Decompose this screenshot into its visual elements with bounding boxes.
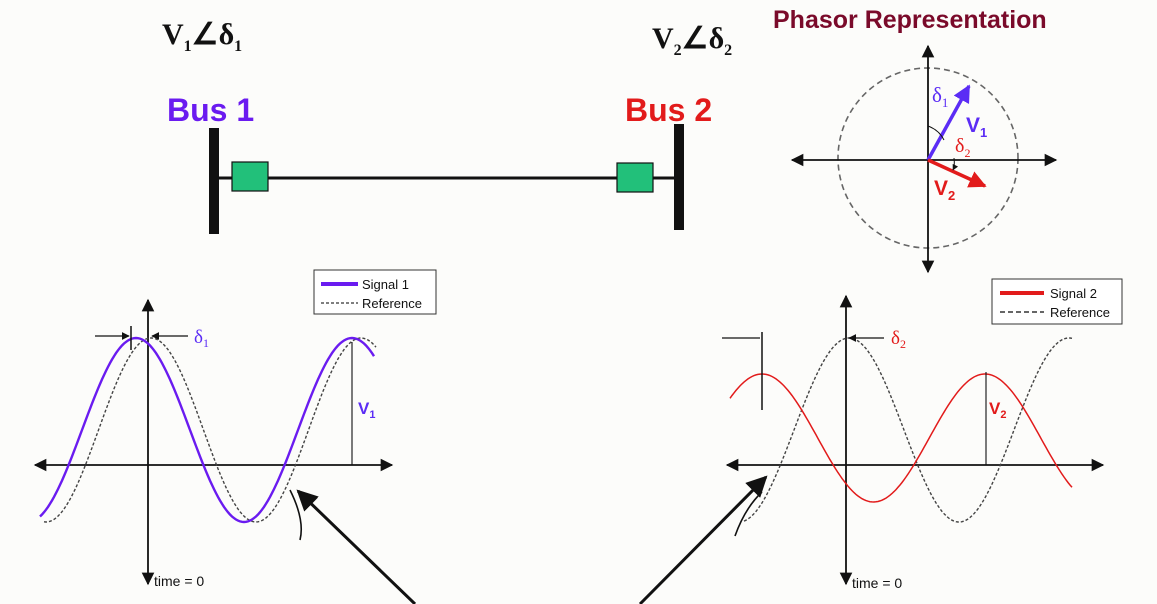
plot2-delta-label: δ2 [891, 328, 906, 351]
pointer-arrow-right [638, 475, 768, 604]
bus2-bar [674, 124, 684, 230]
phasor-delta1-label: δ1 [932, 83, 948, 110]
plot2-crossing-arc [734, 491, 763, 537]
plot2-time-label: time = 0 [852, 575, 902, 591]
phasor-v2-arrow [927, 158, 987, 188]
phasor-v1-arrow [926, 84, 971, 161]
bus1-bar [209, 128, 219, 234]
plot1-legend [313, 269, 437, 315]
plot2-legend-signal-text: Signal 2 [1050, 286, 1097, 301]
plot2-legend-reference-text: Reference [1050, 305, 1110, 320]
phasor-title: Phasor Representation [773, 6, 1047, 34]
plot1-legend-reference-text: Reference [362, 296, 422, 311]
phasor-v1-label: V1 [966, 114, 987, 140]
plot2-reference-wave [743, 337, 1073, 523]
bus1-voltage-label: V1∠δ1 [162, 18, 242, 55]
plot1-time-label: time = 0 [154, 573, 204, 589]
phasor-delta2-label: δ2 [955, 135, 970, 160]
plot1-legend-signal-text: Signal 1 [362, 277, 409, 292]
plot2-amplitude-label: V2 [989, 399, 1006, 421]
plot1-amplitude-label: V1 [358, 399, 375, 421]
bus2-label: Bus 2 [625, 92, 712, 128]
plot2-signal-wave [729, 373, 1073, 503]
breaker-2 [616, 162, 654, 193]
phasor-delta2-arc [952, 157, 959, 171]
plot1-delta-label: δ1 [194, 327, 209, 350]
phasor-v2-label: V2 [934, 177, 955, 203]
plot1-crossing-arc [289, 489, 303, 541]
plot2-legend [991, 278, 1123, 325]
breaker-1 [231, 161, 269, 192]
pointer-arrow-left [296, 489, 417, 604]
bus2-voltage-label: V2∠δ2 [652, 22, 732, 59]
phasor-delta1-arc [927, 125, 945, 141]
plot1-reference-wave [43, 337, 377, 523]
bus1-label: Bus 1 [167, 92, 254, 128]
plot1-signal-wave [39, 336, 376, 524]
